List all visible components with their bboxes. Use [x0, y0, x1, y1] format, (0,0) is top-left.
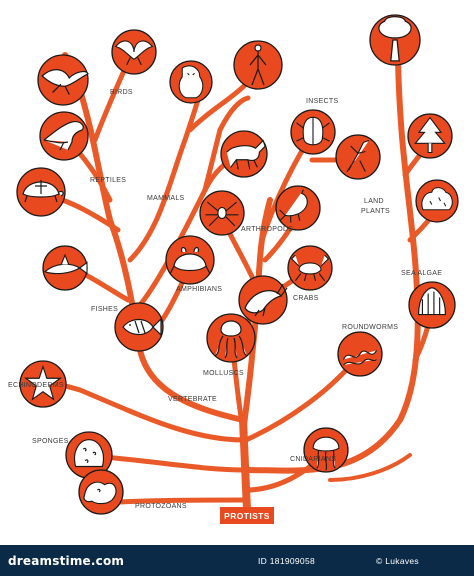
amoeba-icon: [78, 469, 124, 515]
tree-icon: [369, 14, 421, 66]
crab-icon: [287, 245, 333, 291]
pine-tree-icon: [407, 113, 453, 159]
bush-icon: [415, 179, 459, 223]
label-birds: BIRDS: [110, 89, 133, 96]
mantis-node-circle: [335, 134, 381, 180]
seaweed-icon: [408, 281, 456, 329]
label-reptiles: REPTILES: [90, 177, 127, 184]
mantis-icon: [335, 134, 381, 180]
trunk: [239, 416, 251, 514]
ape-icon: [169, 60, 213, 104]
footer-author: © Lukaves: [376, 556, 419, 566]
scorpion-icon: [275, 185, 321, 231]
footer-brand: dreamstime.com: [8, 554, 125, 568]
spider-icon: [199, 190, 245, 236]
branch-mammals: [127, 77, 206, 263]
root-node-protists: PROTISTS: [220, 507, 274, 524]
label-sea-algae: SEA ALGAE: [401, 270, 443, 277]
label-land-plants-line2: PLANTS: [361, 208, 391, 215]
horse-icon: [220, 130, 268, 178]
root-label: PROTISTS: [224, 510, 270, 521]
footer-image-id: ID 181909058: [258, 556, 316, 566]
label-sponges: SPONGES: [32, 438, 69, 445]
worm-icon: [337, 331, 383, 377]
bird-eagle-icon: [111, 29, 157, 75]
octopus-icon: [206, 313, 256, 363]
tree-of-life-diagram: [16, 14, 459, 515]
human-icon: [233, 40, 283, 90]
branch-roundworms: [243, 357, 358, 443]
label-land-plants-line1: LAND: [364, 198, 384, 205]
dinosaur-icon: [39, 111, 89, 161]
swordfish-icon: [42, 245, 88, 291]
label-protozoans: PROTOZOANS: [135, 503, 187, 510]
beetle-icon: [290, 109, 336, 155]
label-crabs: CRABS: [293, 295, 319, 302]
bird-seagull-icon: [37, 54, 89, 106]
label-echinoderms: ECHINODERMS: [8, 382, 64, 389]
branch-sponges: [87, 453, 248, 473]
label-roundworms: ROUNDWORMS: [342, 324, 399, 331]
organism-nodes: [16, 14, 459, 515]
fish-icon: [114, 302, 164, 352]
watermark-footer: dreamstime.com ID 181909058 © Lukaves: [0, 545, 474, 576]
label-mammals: MAMMALS: [147, 195, 185, 202]
label-arthropods: ARTHROPODS: [241, 226, 294, 233]
starfish-icon: [19, 360, 67, 408]
turtle-icon: [16, 167, 66, 217]
label-fishes: FISHES: [91, 306, 119, 313]
label-cnidarians: CNIDARIANS: [290, 456, 337, 463]
jellyfish-icon: [303, 427, 349, 473]
label-vertebrate: VERTEBRATE: [168, 396, 218, 403]
label-insects: INSECTS: [306, 98, 339, 105]
shrimp-icon: [238, 275, 288, 325]
frog-icon: [165, 235, 215, 285]
label-molluscs: MOLLUSCS: [203, 370, 244, 377]
branch-cnidarians-tail: [328, 453, 412, 482]
branch-amphibian-top: [202, 95, 251, 193]
label-amphibians: AMPHIBIANS: [176, 286, 223, 293]
